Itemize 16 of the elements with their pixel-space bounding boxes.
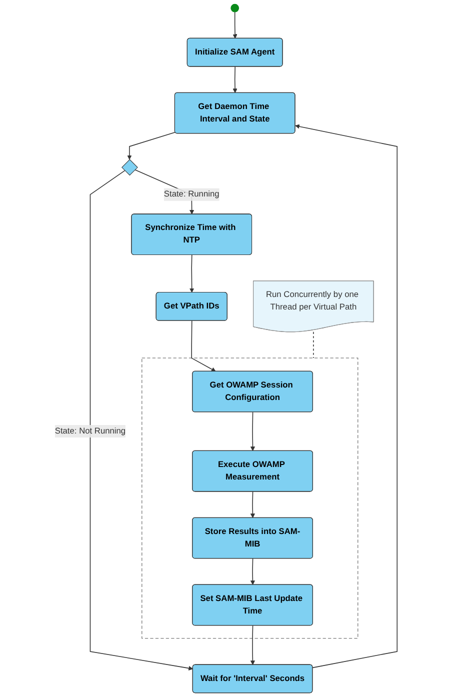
arrow (191, 320, 216, 372)
connector (313, 332, 314, 358)
arrow (232, 12, 238, 39)
arrow (127, 132, 176, 160)
arrow (232, 66, 238, 94)
arrow (250, 491, 255, 518)
arrow (295, 124, 398, 668)
node-diamond (122, 159, 138, 176)
arrow (250, 558, 255, 585)
edge-label: State: Running (164, 190, 220, 199)
edge-label: State: Not Running (54, 426, 126, 436)
node-circle (230, 4, 240, 12)
cluster (142, 358, 358, 639)
arrow (250, 412, 256, 452)
arrow (250, 625, 255, 666)
arrow (190, 254, 194, 293)
